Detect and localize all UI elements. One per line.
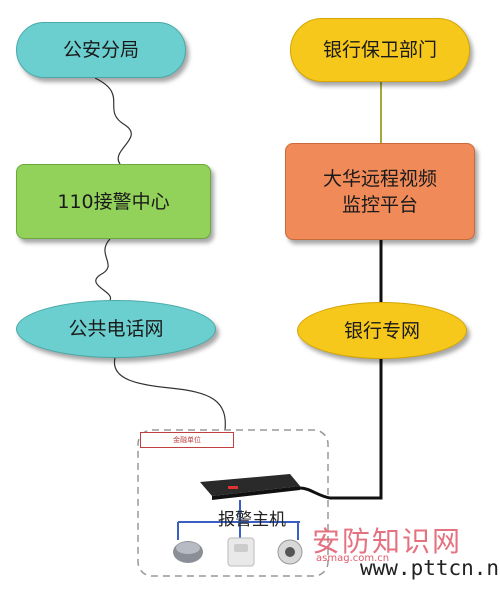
bank-security-node: 银行保卫部门	[290, 18, 470, 82]
panic-button-icon	[277, 539, 303, 565]
link-police-110	[94, 77, 132, 165]
link-banknet-host	[299, 359, 383, 500]
public-phone-network-node: 公共电话网	[16, 300, 216, 358]
sensor-wiring	[177, 500, 300, 540]
link-110-pstn	[95, 238, 111, 301]
public-phone-network-label: 公共电话网	[68, 318, 164, 340]
dahua-platform-label-line1: 大华远程视频	[322, 167, 437, 190]
pir-sensor-icon	[227, 537, 255, 567]
watermark-site: www.pttcn.net	[360, 556, 500, 580]
bank-private-network-node: 银行专网	[297, 302, 467, 359]
premises-boundary	[137, 429, 329, 577]
finance-unit-tag: 金融单位	[140, 432, 234, 448]
alarm-center-110-label: 110接警中心	[57, 190, 170, 213]
link-pstn-premises	[113, 357, 226, 431]
police-bureau-label: 公安分局	[62, 39, 139, 61]
alarm-host-label: 报警主机	[218, 510, 286, 530]
smoke-detector-icon	[173, 541, 203, 563]
alarm-host-device	[200, 474, 300, 500]
police-bureau-node: 公安分局	[16, 22, 186, 78]
bank-security-label: 银行保卫部门	[322, 39, 437, 61]
dahua-platform-node: 大华远程视频 监控平台	[285, 143, 475, 240]
watermark-brand: 安防知识网	[312, 525, 463, 558]
bank-private-network-label: 银行专网	[343, 319, 420, 342]
watermark-site-small: asmag.com.cn	[316, 553, 390, 564]
alarm-center-110-node: 110接警中心	[16, 164, 211, 239]
dahua-platform-label-line2: 监控平台	[341, 193, 418, 216]
